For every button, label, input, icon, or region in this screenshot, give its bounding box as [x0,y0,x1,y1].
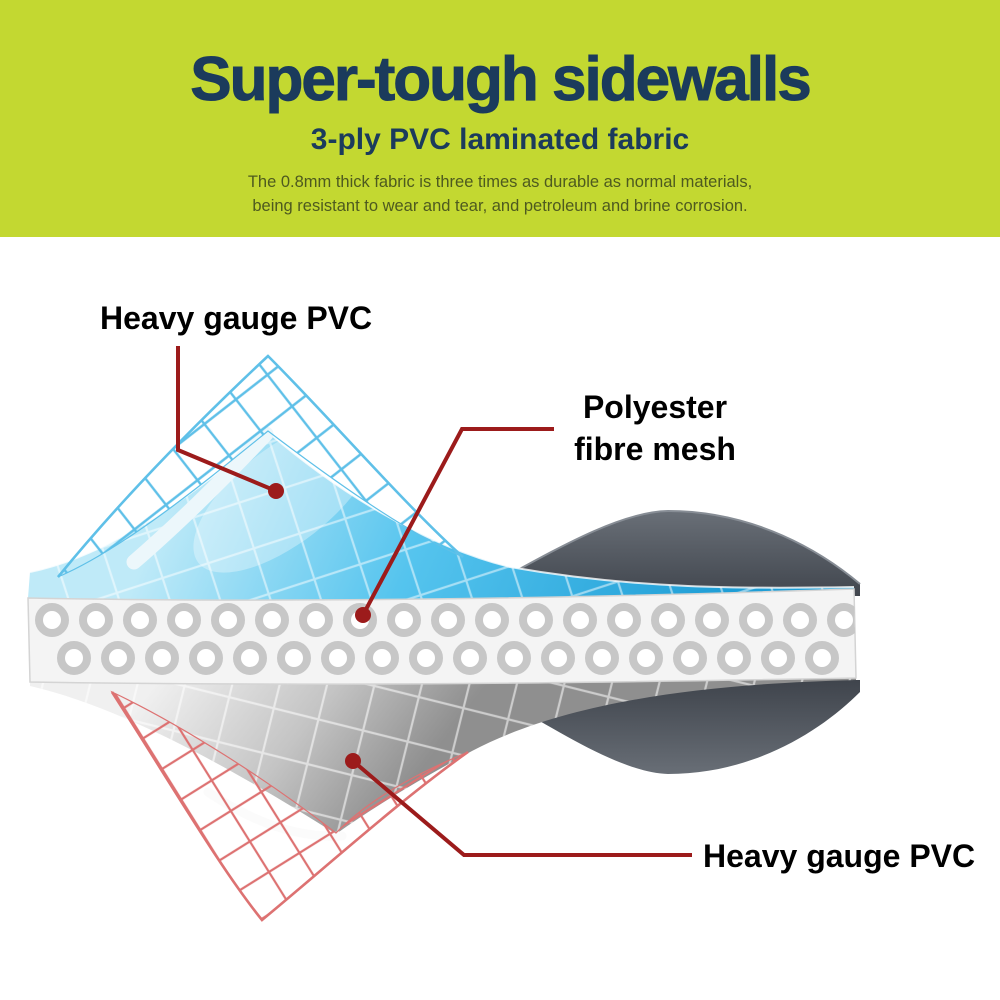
label-heavy-gauge-pvc-top: Heavy gauge PVC [100,300,373,336]
annotation-line-bottom-pvc [351,759,692,857]
blue-wireframe-mesh [56,354,464,578]
label-polyester-line-1: Polyester [582,389,728,425]
annotation-line-top-pvc [176,346,277,493]
label-polyester-line-2: fibre mesh [574,431,736,467]
annotation-dot-fibre-mesh [355,607,371,623]
page-subtitle: 3-ply PVC laminated fabric [310,123,690,156]
description-line-1: The 0.8mm thick fabric is three times as… [247,173,753,191]
fibre-circles-row-1 [35,603,856,637]
fibre-mesh-band [27,588,857,685]
label-polyester-fibre-mesh: Polyester fibre mesh [530,386,780,470]
fibre-circles-row-2 [57,641,839,675]
page-title: Super-tough sidewalls [190,45,812,115]
annotation-dot-top-pvc [268,483,284,499]
header-banner: Super-tough sidewalls 3-ply PVC laminate… [0,0,1000,237]
annotation-dots [268,483,371,769]
annotation-line-fibre-mesh [361,427,554,616]
header-description: The 0.8mm thick fabric is three times as… [0,170,1000,218]
annotation-lines [176,346,692,857]
blue-sheet-thickness-edge [126,426,274,570]
annotation-dot-bottom-pvc [345,753,361,769]
description-line-2: being resistant to wear and tear, and pe… [252,197,748,215]
label-heavy-gauge-pvc-bottom: Heavy gauge PVC [703,838,976,874]
fibre-circles [35,603,856,675]
